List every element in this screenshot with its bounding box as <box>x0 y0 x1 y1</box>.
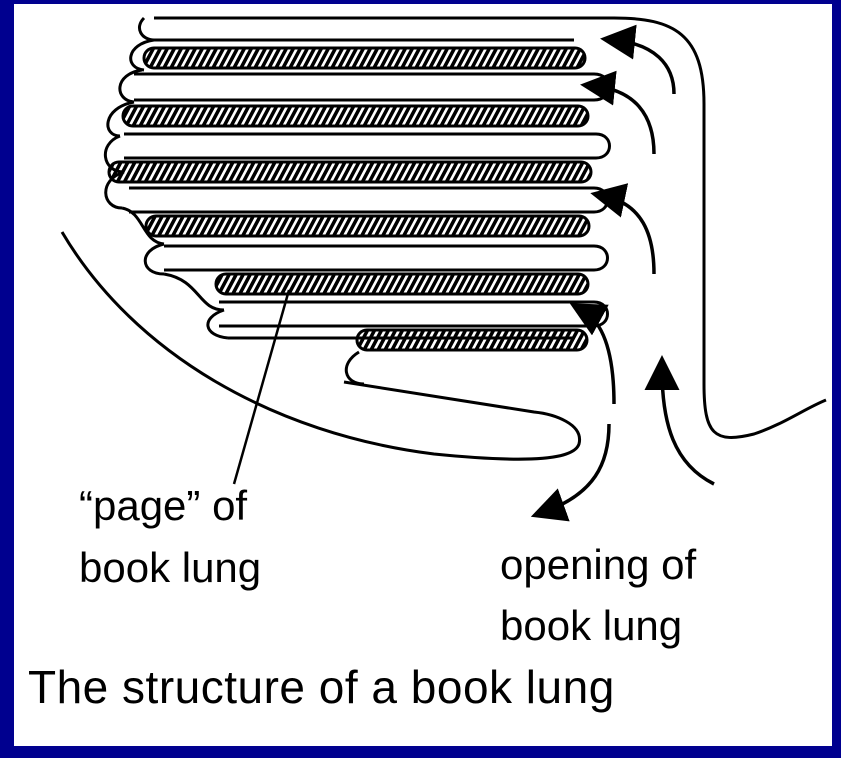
lamella <box>214 272 590 296</box>
air-arrow-5 <box>600 24 676 95</box>
lamella <box>142 46 587 70</box>
lamella <box>121 104 590 128</box>
air-arrow-1 <box>580 70 656 155</box>
figure-caption: The structure of a book lung <box>28 661 615 713</box>
body-wall-outline <box>60 231 581 461</box>
book-lung-diagram <box>60 16 827 522</box>
air-arrow-3 <box>569 303 616 405</box>
lamella <box>107 160 593 184</box>
lamellae-group <box>107 46 593 352</box>
outer-membrane <box>154 16 827 439</box>
air-arrow-4 <box>644 355 715 486</box>
page-label-line1: “page” of <box>79 482 248 529</box>
lamella <box>144 214 591 238</box>
air-arrow-out <box>530 423 611 522</box>
opening-label-line2: book lung <box>500 602 683 649</box>
air-flow-arrows <box>530 24 715 522</box>
lamella <box>355 328 589 352</box>
air-arrow-2 <box>590 183 656 275</box>
page-pointer-line <box>232 289 291 485</box>
opening-label-line1: opening of <box>500 541 697 588</box>
page-label-line2: book lung <box>79 544 262 591</box>
figure-panel: “page” of book lung opening of book lung… <box>14 4 832 746</box>
